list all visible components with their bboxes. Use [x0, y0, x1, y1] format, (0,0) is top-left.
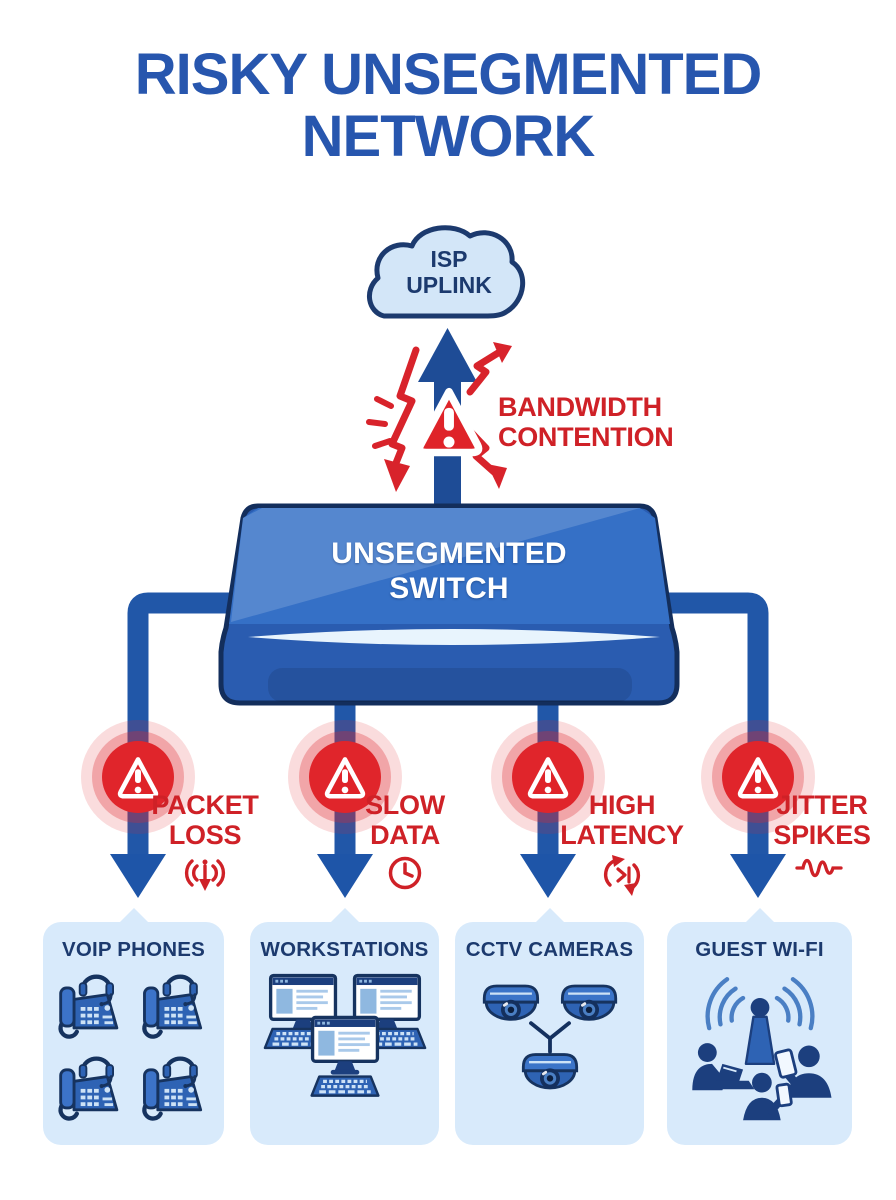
isp-cloud-icon [367, 225, 526, 319]
person-with-laptop [691, 1043, 754, 1091]
panel-guest-wifi: GUEST WI-FI [667, 922, 852, 1145]
cctv-cameras-illustration [482, 984, 617, 1090]
panel-voip-phones: VOIP PHONES [43, 922, 224, 1145]
panel-title: WORKSTATIONS [260, 938, 429, 961]
contention-bolts-icon [366, 342, 512, 492]
jitter-wave-icon [795, 859, 843, 878]
bandwidth-contention-label: BANDWIDTH CONTENTION [498, 392, 674, 453]
panel-title: GUEST WI-FI [695, 938, 824, 961]
page-title: RISKY UNSEGMENTED NETWORK [0, 42, 896, 170]
issue-label: SLOW DATA [365, 790, 445, 850]
warning-triangle-icon [419, 392, 478, 453]
issue-label: HIGH LATENCY [560, 790, 684, 850]
issue-packet-loss: PACKET LOSS [140, 790, 270, 894]
voip-phones-illustration [54, 968, 214, 1126]
panel-title: CCTV CAMERAS [465, 938, 634, 961]
isp-uplink-label: ISP UPLINK [406, 246, 492, 298]
guest-wifi-illustration [691, 977, 831, 1121]
page-title-text: RISKY UNSEGMENTED NETWORK [134, 42, 762, 170]
panel-cctv-cameras: CCTV CAMERAS [455, 922, 644, 1145]
clock-icon [388, 857, 422, 890]
person-with-tablet [773, 1045, 831, 1098]
latency-loop-icon [603, 855, 641, 897]
issue-slow-data: SLOW DATA [340, 790, 470, 892]
panel-title: VOIP PHONES [61, 938, 206, 961]
antenna-head [750, 998, 769, 1017]
signal-drop-icon [184, 859, 226, 892]
panel-workstations: WORKSTATIONS [250, 922, 439, 1145]
issue-jitter-spikes: JITTER SPIKES [757, 790, 887, 880]
uplink-arrow [418, 328, 477, 510]
workstations-illustration [262, 973, 427, 1098]
issue-label: PACKET LOSS [151, 790, 259, 850]
issue-high-latency: HIGH LATENCY [557, 790, 687, 897]
switch-label: UNSEGMENTED SWITCH [331, 537, 567, 605]
person-with-phone [742, 1072, 793, 1121]
issue-label: JITTER SPIKES [773, 790, 871, 850]
